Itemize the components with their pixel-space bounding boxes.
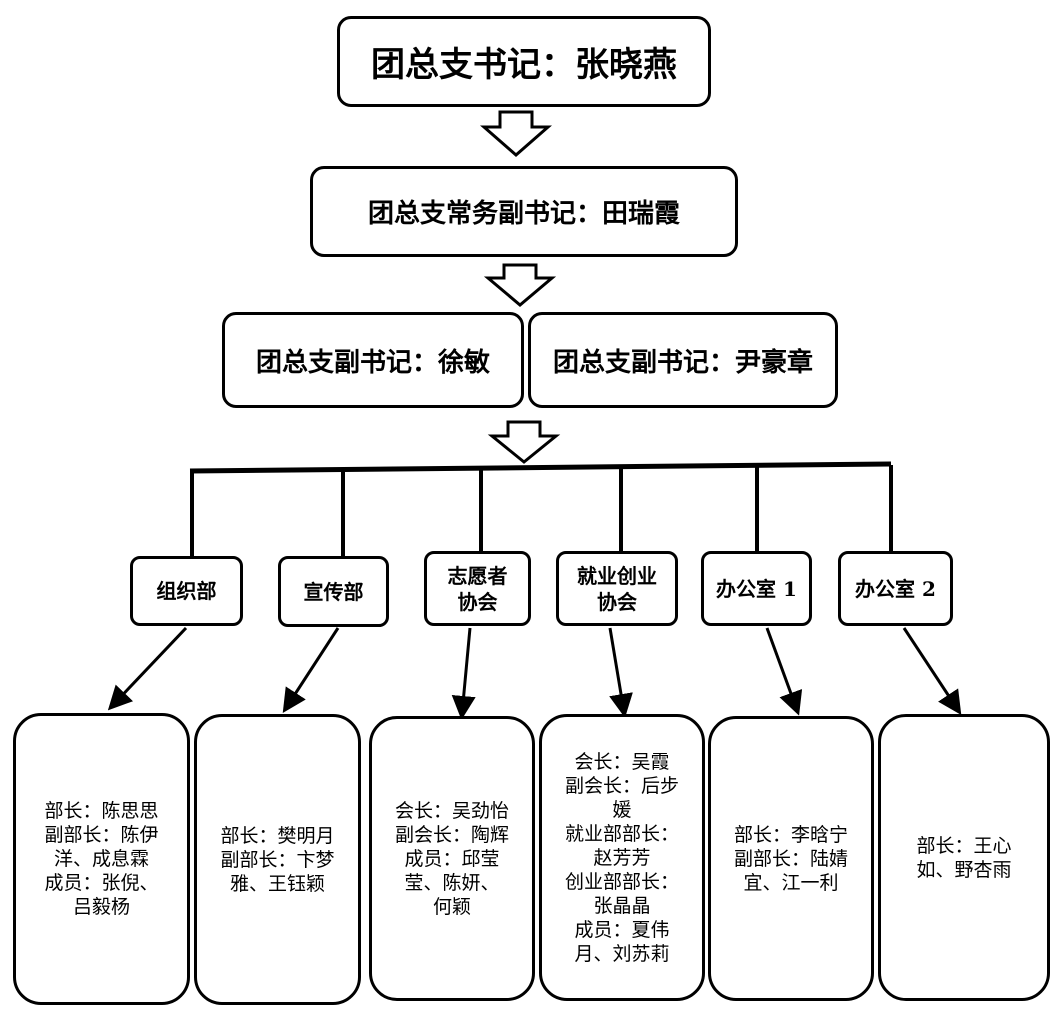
executive-deputy-label: 团总支常务副书记：田瑞霞 [367, 199, 680, 229]
member-line: 副会长：陶辉 [394, 823, 509, 846]
member-line: 创业部部长： [564, 870, 679, 893]
deputy-box-1: 团总支副书记：徐敏 [222, 312, 524, 408]
secretary-label: 团总支书记：张晓燕 [371, 45, 677, 85]
dept-name-line: 协会 [457, 589, 498, 614]
block-arrow-1 [480, 110, 552, 157]
members-box-employment: 会长：吴霞 副会长：后步 媛 就业部部长： 赵芳芳 创业部部长： 张晶晶 成员：… [539, 714, 705, 1001]
deputy-box-2: 团总支副书记：尹豪章 [528, 312, 838, 408]
member-line: 副会长：后步 [564, 774, 679, 797]
member-line: 副部长：卞梦 [220, 848, 335, 871]
members-box-volunteer: 会长：吴劲怡 副会长：陶辉 成员：邱莹 莹、陈妍、 何颖 [369, 716, 535, 1001]
bus-line [189, 461, 892, 474]
member-line: 部长：李晗宁 [733, 823, 848, 846]
members-box-office-1: 部长：李晗宁 副部长：陆婧 宜、江一利 [708, 716, 874, 1001]
member-line: 媛 [612, 798, 632, 821]
member-line: 雅、王钰颖 [229, 872, 325, 895]
dept-box-volunteer: 志愿者 协会 [424, 551, 531, 626]
member-line: 如、野杏雨 [916, 858, 1012, 881]
deputy-label-2: 团总支副书记：尹豪章 [552, 347, 813, 378]
member-line: 部长：陈思思 [44, 800, 159, 822]
members-box-office-2: 部长：王心 如、野杏雨 [878, 714, 1050, 1001]
dept-box-office-1: 办公室 1 [701, 551, 812, 626]
member-line: 成员：邱莹 [404, 847, 500, 870]
block-arrow-3 [487, 420, 561, 464]
dept-name-line: 办公室 2 [855, 576, 936, 601]
block-arrow-2 [483, 263, 557, 307]
member-line: 会长：吴霞 [574, 750, 670, 773]
member-line: 洋、成息霖 [53, 848, 149, 870]
dept-box-publicity: 宣传部 [278, 556, 389, 627]
arrow-dept-4 [608, 627, 633, 718]
member-line: 副部长：陆婧 [733, 847, 848, 870]
executive-deputy-box: 团总支常务副书记：田瑞霞 [310, 166, 738, 257]
member-line: 会长：吴劲怡 [394, 799, 509, 822]
dept-name-line: 宣传部 [303, 579, 364, 604]
dept-name-line: 协会 [597, 589, 637, 614]
arrow-dept-3 [451, 627, 476, 720]
dept-box-office-2: 办公室 2 [838, 551, 953, 626]
secretary-box: 团总支书记：张晓燕 [337, 16, 711, 107]
members-box-publicity: 部长：樊明月 副部长：卞梦 雅、王钰颖 [194, 714, 361, 1005]
dept-name-line: 组织部 [156, 579, 217, 603]
member-line: 成员：张倪、 [44, 872, 159, 894]
dept-box-employment: 就业创业 协会 [556, 551, 678, 626]
members-box-organization: 部长：陈思思 副部长：陈伊 洋、成息霖 成员：张倪、 吕毅杨 [13, 713, 190, 1005]
member-line: 就业部部长： [564, 822, 679, 845]
deputy-label-1: 团总支副书记：徐敏 [255, 347, 490, 378]
arrow-dept-2 [282, 627, 340, 714]
member-line: 张晶晶 [593, 894, 651, 917]
member-line: 莹、陈妍、 [404, 871, 500, 894]
member-line: 成员：夏伟 [574, 918, 670, 941]
dept-name-line: 就业创业 [577, 563, 657, 588]
member-line: 部长：王心 [916, 834, 1012, 857]
arrow-dept-1 [107, 626, 188, 711]
member-line: 月、刘苏莉 [574, 942, 670, 965]
member-line: 副部长：陈伊 [44, 824, 159, 846]
member-line: 吕毅杨 [72, 896, 130, 918]
arrow-dept-5 [765, 627, 803, 716]
member-line: 部长：樊明月 [220, 824, 335, 847]
dept-name-line: 志愿者 [447, 563, 508, 588]
arrow-dept-6 [902, 627, 962, 716]
member-line: 何颖 [432, 895, 471, 918]
member-line: 赵芳芳 [593, 846, 651, 869]
dept-box-organization: 组织部 [130, 556, 243, 626]
member-line: 宜、江一利 [743, 871, 839, 894]
dept-name-line: 办公室 1 [716, 576, 797, 601]
